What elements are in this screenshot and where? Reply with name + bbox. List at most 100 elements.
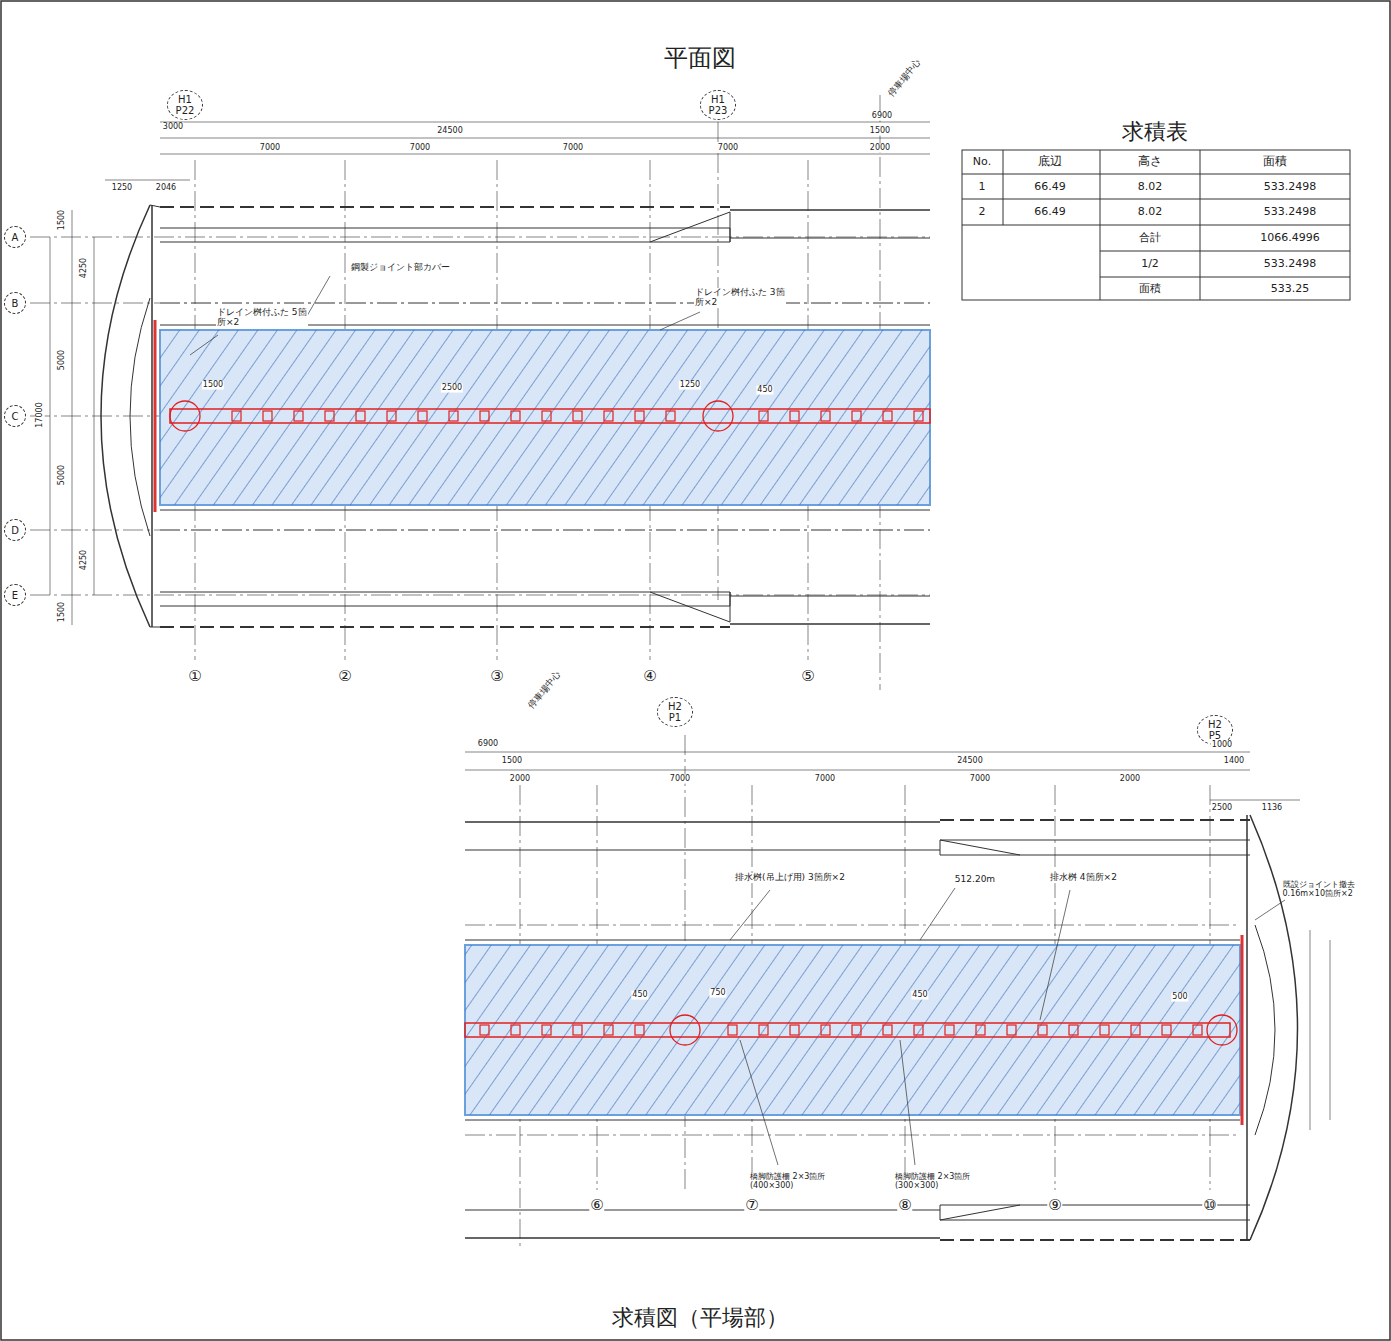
drain-square: [1007, 1025, 1016, 1035]
drain-square: [790, 1025, 799, 1035]
table-cell: 底辺: [1037, 155, 1063, 168]
drawing-label: 24500: [436, 127, 463, 136]
drain-square: [232, 411, 241, 421]
bubble-text: A: [12, 232, 19, 243]
table-cell: 533.2498: [1263, 181, 1318, 193]
table-cell: 66.49: [1033, 181, 1067, 193]
drain-square: [604, 1025, 613, 1035]
drain-square: [759, 1025, 768, 1035]
drain-band: [170, 409, 930, 423]
table-cell: 面積: [1138, 283, 1162, 295]
drawing-label: 24500: [956, 757, 983, 766]
bubble-text: H1 P23: [705, 94, 731, 116]
drain-square: [635, 1025, 644, 1035]
drawing-label: 2500: [441, 384, 463, 393]
area-hatch-lines: [160, 330, 930, 505]
table-cell: 1/2: [1140, 258, 1160, 270]
drain-square: [852, 1025, 861, 1035]
drawing-label: 1500: [58, 601, 67, 623]
drain-square: [1131, 1025, 1140, 1035]
bubble-text: H2 P1: [662, 701, 688, 723]
drain-symbols: [232, 411, 1202, 1035]
table-cell: 533.2498: [1263, 206, 1318, 218]
drain-square: [387, 411, 396, 421]
drain-square: [1100, 1025, 1109, 1035]
pier-bubble: H1 P22: [167, 90, 203, 120]
joint-line: [1241, 935, 1244, 1125]
drain-square: [418, 411, 427, 421]
drawing-label: ドレイン桝付ふた 5箇所×2: [216, 308, 308, 328]
grid-number: ④: [642, 668, 657, 685]
drawing-label: 2000: [1119, 775, 1141, 784]
bubble-text: H2 P5: [1202, 719, 1228, 741]
drawing-label: 450: [756, 386, 773, 395]
drain-square: [542, 411, 551, 421]
grid-number: ⑤: [800, 668, 815, 685]
grid-bubble: D: [4, 519, 26, 541]
grid-bubble: B: [4, 292, 26, 314]
bubble-text: B: [12, 298, 19, 309]
drain-square: [1162, 1025, 1171, 1035]
drain-square: [449, 411, 458, 421]
table-cell: 533.25: [1270, 283, 1311, 295]
pier-bubble: H1 P23: [700, 90, 736, 120]
drain-square: [1038, 1025, 1047, 1035]
drawing-label: 7000: [814, 775, 836, 784]
drain-square: [542, 1025, 551, 1035]
grid-number: ①: [187, 668, 202, 685]
area-hatch-lines: [465, 945, 1240, 1115]
drawing-label: 鋼製ジョイント部カバー: [350, 263, 451, 273]
drain-square: [480, 411, 489, 421]
bubble-text: E: [12, 590, 18, 601]
grid-bubble: C: [4, 405, 26, 427]
drawing-label: 1500: [869, 127, 891, 136]
drain-square: [294, 411, 303, 421]
drawing-label: 500: [1171, 993, 1188, 1002]
drawing-label: 4250: [80, 549, 89, 571]
table-cell: 面積: [1262, 155, 1288, 168]
drawing-label: 7000: [259, 144, 281, 153]
grid-number: ③: [489, 668, 504, 685]
grid-number: ⑨: [1047, 1197, 1062, 1214]
drain-square: [852, 411, 861, 421]
drawing-label: 既設ジョイント撤去 0.16m×10箇所×2: [1282, 881, 1379, 899]
grid-number: ②: [337, 668, 352, 685]
table-cell: 求積表: [1121, 120, 1189, 144]
bubble-text: H1 P22: [172, 94, 198, 116]
table-cell: 高さ: [1137, 155, 1163, 168]
drawing-label: 6900: [477, 740, 499, 749]
drain-square: [883, 1025, 892, 1035]
leader-lines: [190, 276, 1285, 1165]
drain-square: [914, 411, 923, 421]
pier-bubble: H2 P1: [657, 697, 693, 727]
drain-square: [759, 411, 768, 421]
drawing-label: 排水桝 4箇所×2: [1049, 873, 1131, 883]
joint-line: [154, 320, 157, 512]
drawing-label: 橋脚防護柵 2×3箇所 (400×300): [749, 1173, 851, 1191]
drain-square: [883, 411, 892, 421]
drawing-label: 2046: [155, 184, 177, 193]
drain-square: [914, 1025, 923, 1035]
drawing-label: 450: [631, 991, 648, 1000]
drain-square: [511, 1025, 520, 1035]
drawing-label: 7000: [409, 144, 431, 153]
drawing-label: 1250: [111, 184, 133, 193]
drain-square: [666, 411, 675, 421]
drain-square: [573, 411, 582, 421]
bottom-plan: [465, 735, 1330, 1250]
table-cell: 66.49: [1033, 206, 1067, 218]
drawing-label: 450: [911, 991, 928, 1000]
grid-number: ⑧: [897, 1197, 912, 1214]
drain-square: [790, 411, 799, 421]
drain-square: [325, 411, 334, 421]
area-hatch: [465, 945, 1240, 1115]
area-hatch: [160, 330, 930, 505]
drawing-label: 2500: [1211, 804, 1233, 813]
grid-number: ⑩: [1202, 1197, 1217, 1214]
drawing-label: 停車場中心: [886, 57, 924, 99]
bubble-text: C: [12, 411, 19, 422]
drain-square: [511, 411, 520, 421]
drain-square: [604, 411, 613, 421]
